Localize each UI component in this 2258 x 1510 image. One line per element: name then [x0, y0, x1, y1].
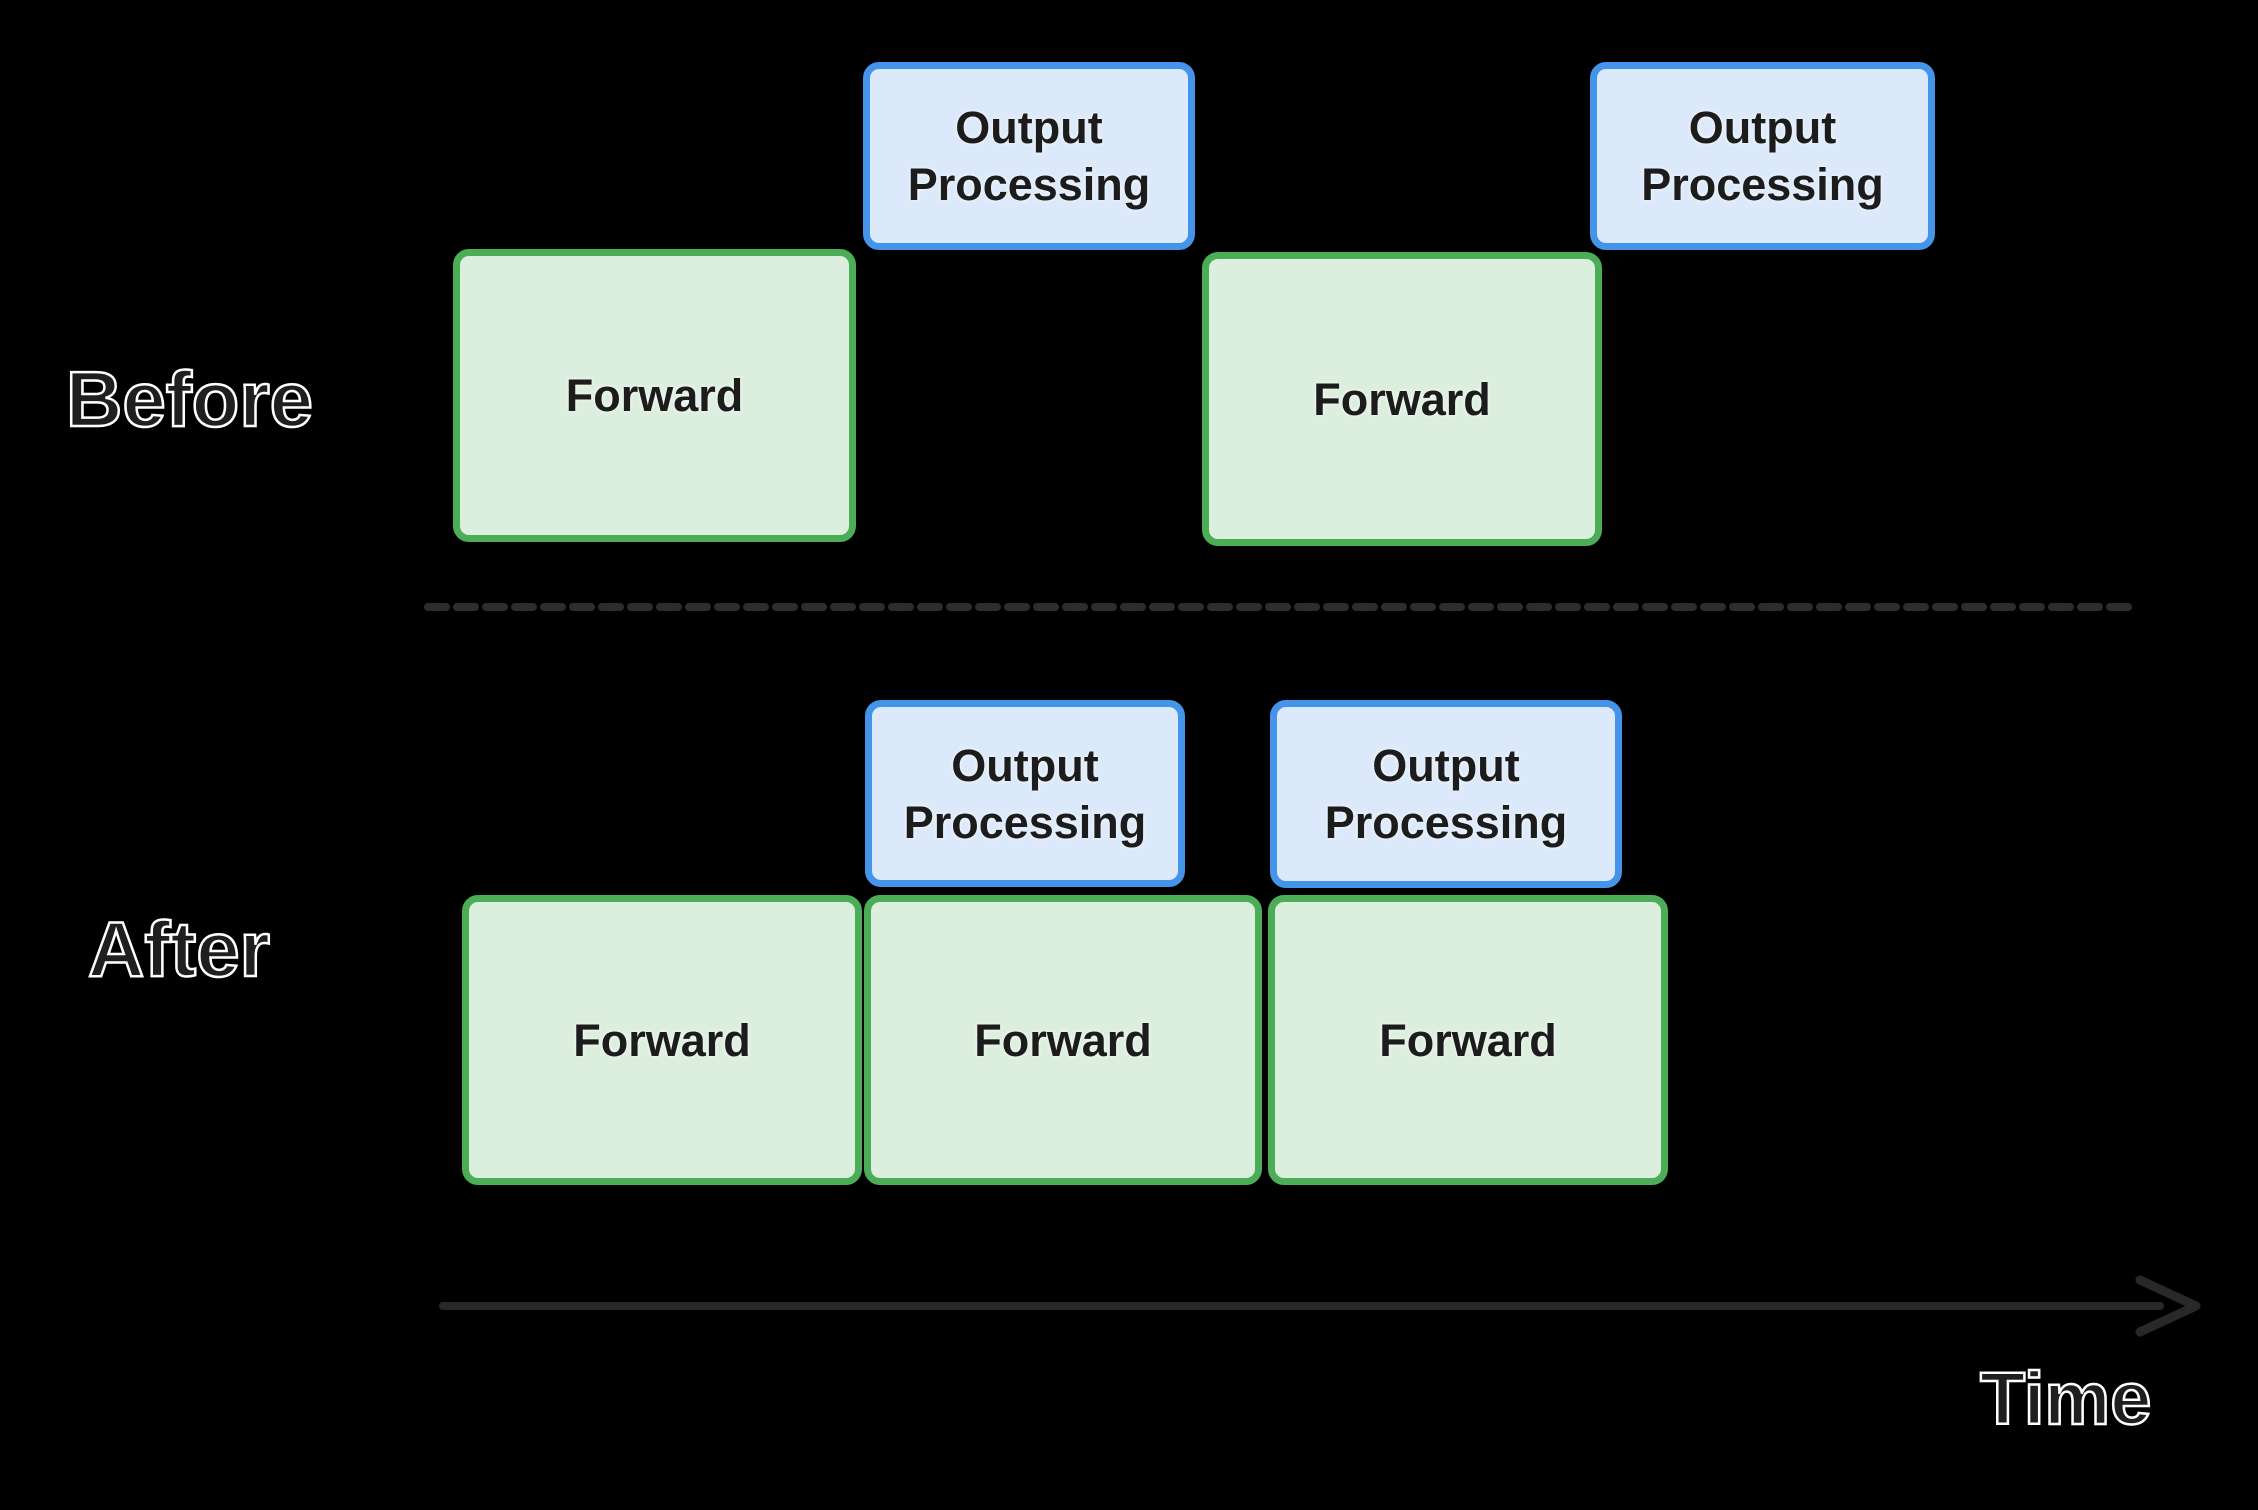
before-forward-2-label: Forward	[1313, 373, 1491, 425]
after-forward-3-label: Forward	[1379, 1014, 1557, 1066]
time-axis-arrow	[439, 1275, 2201, 1337]
after-output-processing-1-box: Output Processing	[865, 700, 1185, 887]
section-divider-line	[424, 603, 2138, 611]
after-output-processing-1-label: Output Processing	[903, 739, 1147, 848]
after-forward-2-box: Forward	[864, 895, 1262, 1185]
before-forward-1-box: Forward	[453, 249, 856, 542]
before-output-processing-2-box: Output Processing	[1590, 62, 1935, 250]
after-forward-2-label: Forward	[974, 1014, 1152, 1066]
after-forward-1-box: Forward	[462, 895, 862, 1185]
time-axis-label: Time	[1979, 1356, 2153, 1442]
before-forward-2-box: Forward	[1202, 252, 1602, 546]
before-forward-1-label: Forward	[565, 370, 744, 421]
after-row-label: After	[87, 904, 272, 995]
after-output-processing-2-box: Output Processing	[1270, 700, 1622, 888]
after-output-processing-2-label: Output Processing	[1324, 740, 1568, 848]
before-row-label: Before	[65, 354, 315, 445]
before-output-processing-1-box: Output Processing	[863, 62, 1195, 250]
before-output-processing-2-label: Output Processing	[1641, 102, 1884, 210]
after-forward-3-box: Forward	[1268, 895, 1668, 1185]
before-output-processing-1-label: Output Processing	[907, 102, 1151, 210]
after-forward-1-label: Forward	[573, 1014, 751, 1066]
